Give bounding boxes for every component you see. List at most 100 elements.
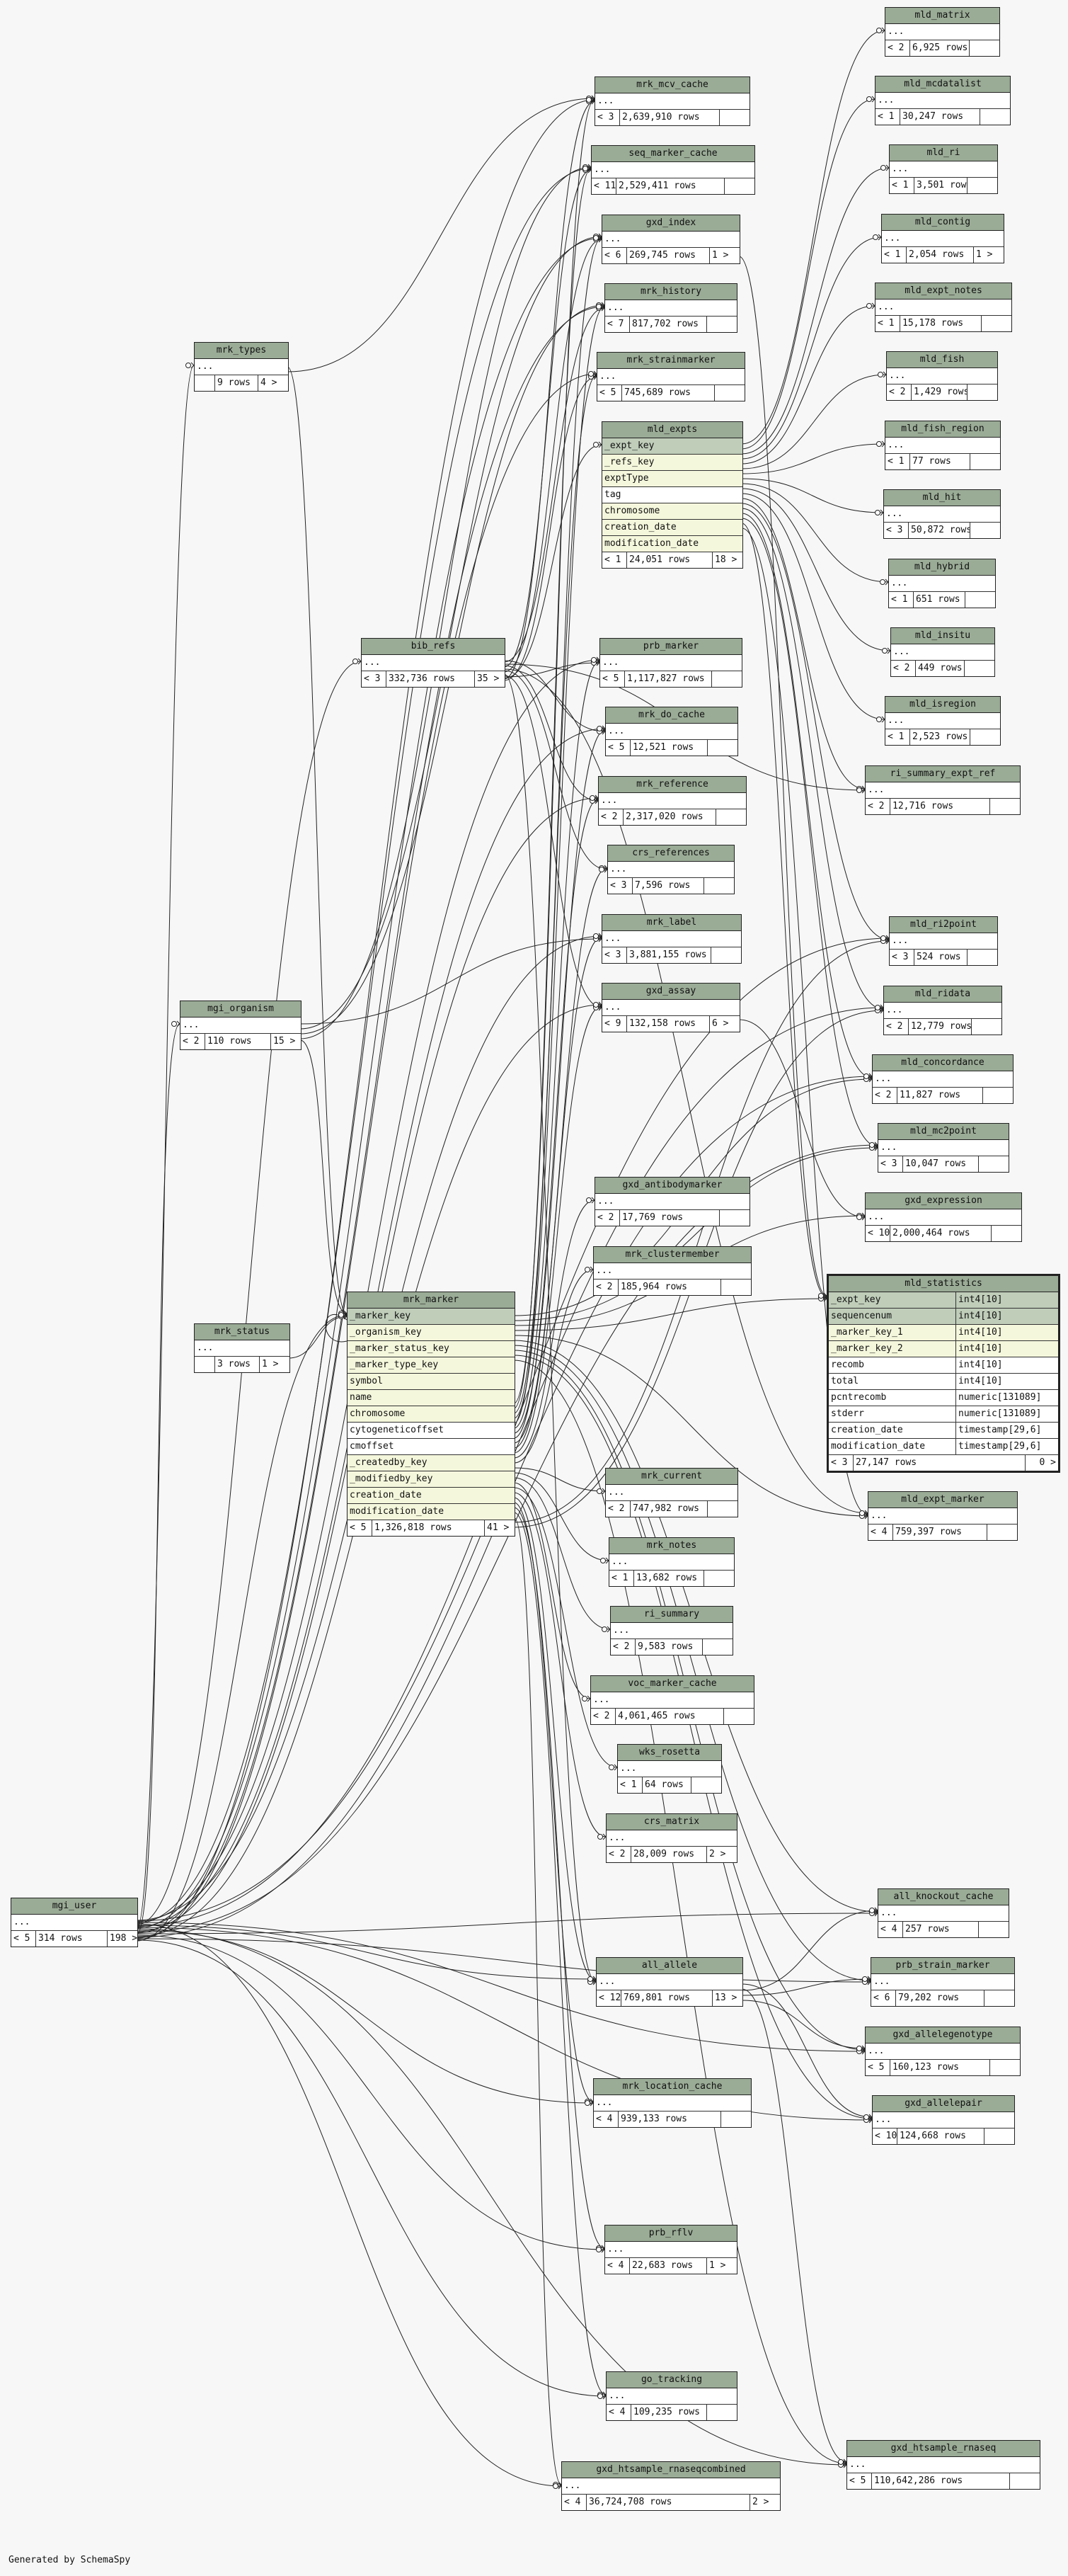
column-row: ... [866,1209,1021,1226]
column-row: cmoffset [348,1439,515,1455]
relationship-mrk_types-mrk_marker [287,366,348,1316]
children-count [720,1280,751,1295]
table-header: mld_expt_notes [875,283,1011,300]
table-header: bib_refs [362,639,505,655]
relationship-mgi_user-gxd_htsample_rnaseq [136,1928,847,2466]
relationship-mrk_status-mrk_marker [288,1316,348,1359]
relationship-mgi_user-mgi_organism [136,1023,180,1935]
column-row: ... [180,1018,301,1034]
children-count [965,592,995,608]
relationship-end-marker [602,1626,607,1632]
column-row: ... [607,1830,737,1847]
table-header: wks_rosetta [618,1745,721,1761]
column-row: ... [605,2242,737,2258]
column-row: ... [885,24,999,40]
table-header: mld_contig [882,215,1004,231]
column-name: _expt_key [831,1294,881,1305]
children-count [980,109,1010,125]
table-header: mld_matrix [885,8,999,24]
parents-count: < 12 [599,1993,621,2003]
column-type: int4[10] [955,1292,1058,1308]
relationship-mld_expts-mld_fish [741,374,887,469]
relationship-mrk_marker-prb_strain_marker [513,1345,871,1981]
column-row: _marker_key [348,1309,515,1325]
column-row: ... [607,2388,737,2405]
table-mrk_marker[interactable]: mrk_marker_marker_key_organism_key_marke… [347,1292,515,1537]
relationship-mrk_marker-ri_summary [513,1477,611,1630]
row-count: 4,061,465 rows [615,1709,723,1724]
column-row: ... [868,1508,1017,1524]
table-header: mld_statistics [829,1276,1058,1292]
parents-count: < 6 [604,250,621,261]
relationship-mgi_user-gxd_allelepair [136,1927,873,2121]
children-count [967,950,997,965]
parents-count: < 2 [183,1036,200,1047]
table-header: mld_mc2point [878,1124,1009,1140]
relationship-mld_expts-mld_ridata [741,508,884,1010]
children-count [978,1922,1009,1937]
column-type: numeric[131089] [955,1390,1058,1406]
row-count: 524 rows [914,950,967,965]
relationship-mrk_marker-gxd_allelepair [513,1355,873,2119]
parents-count: < 5 [602,673,619,684]
